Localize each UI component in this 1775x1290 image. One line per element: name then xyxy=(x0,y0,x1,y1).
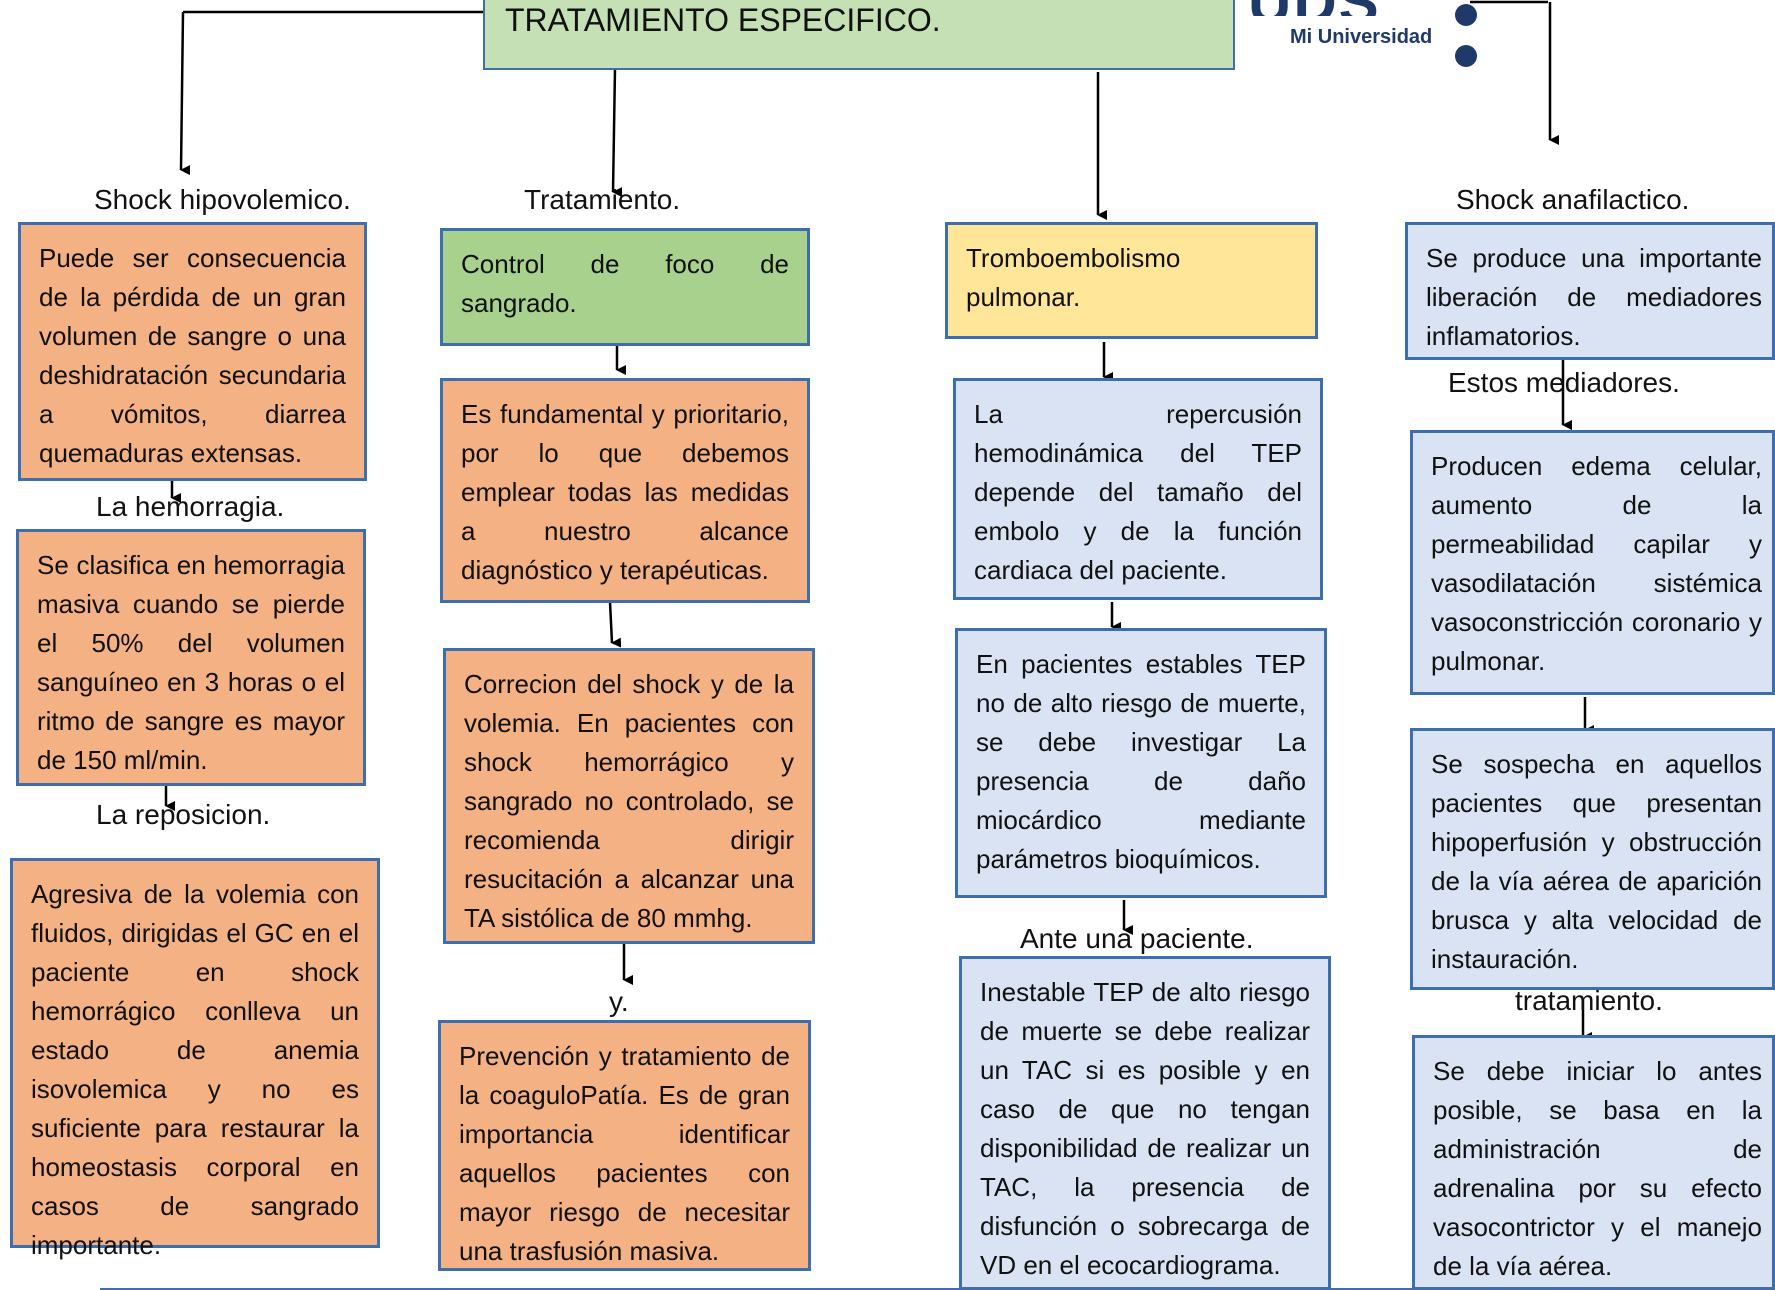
logo-subtitle: Mi Universidad xyxy=(1290,26,1433,48)
logo-text: UDS xyxy=(1248,0,1381,16)
logo-dot-bottom xyxy=(1455,45,1477,67)
col3-box2: La repercusión hemodinámica del TEP depe… xyxy=(953,378,1323,600)
col3-box4: Inestable TEP de alto riesgo de muerte s… xyxy=(959,956,1331,1290)
col2-box3: Correcion del shock y de la volemia. En … xyxy=(443,648,815,944)
col4-box2: Producen edema celular, aumento de la pe… xyxy=(1410,430,1775,695)
arrow-col2-b xyxy=(608,601,622,648)
col2-label-y: y. xyxy=(609,986,629,1017)
logo-dot-top xyxy=(1455,4,1477,26)
col1-label-hemorragia: La hemorragia. xyxy=(96,491,285,522)
col1-box1: Puede ser consecuencia de la pérdida de … xyxy=(18,222,367,481)
col1-box3: Agresiva de la volemia con fluidos, diri… xyxy=(10,858,380,1260)
col4-box4: Se debe iniciar lo antes posible, se bas… xyxy=(1412,1035,1775,1290)
col2-box1: Control de foco de sangrado. xyxy=(440,228,810,346)
col4-box1: Se produce una importante liberación de … xyxy=(1405,222,1775,360)
col4-heading: Shock anafilactico. xyxy=(1456,184,1690,215)
col1-heading: Shock hipovolemico. xyxy=(94,184,351,215)
col3-box1: Tromboembolismo pulmonar. xyxy=(945,222,1318,339)
col3-label-ante: Ante una paciente. xyxy=(1020,923,1254,954)
col3-box3: En pacientes estables TEP no de alto rie… xyxy=(955,628,1327,898)
title-text: TRATAMIENTO ESPECIFICO. xyxy=(505,2,941,38)
col2-box2: Es fundamental y prioritario, por lo que… xyxy=(440,378,810,603)
logo: UDS xyxy=(1248,0,1448,16)
title-box: TRATAMIENTO ESPECIFICO. xyxy=(483,0,1235,70)
col2-box4: Prevención y tratamiento de la coaguloPa… xyxy=(438,1020,811,1271)
col1-box2: Se clasifica en hemorragia masiva cuando… xyxy=(16,529,366,786)
col4-box3: Se sospecha en aquellos pacientes que pr… xyxy=(1410,728,1775,990)
col4-label-tratamiento: tratamiento. xyxy=(1515,985,1663,1016)
col2-heading: Tratamiento. xyxy=(524,184,681,215)
arrow-col1-top xyxy=(179,11,191,176)
arrow-col2-top xyxy=(611,67,623,198)
col1-label-reposicion: La reposicion. xyxy=(96,799,271,830)
col4-label-mediadores: Estos mediadores. xyxy=(1448,367,1680,398)
